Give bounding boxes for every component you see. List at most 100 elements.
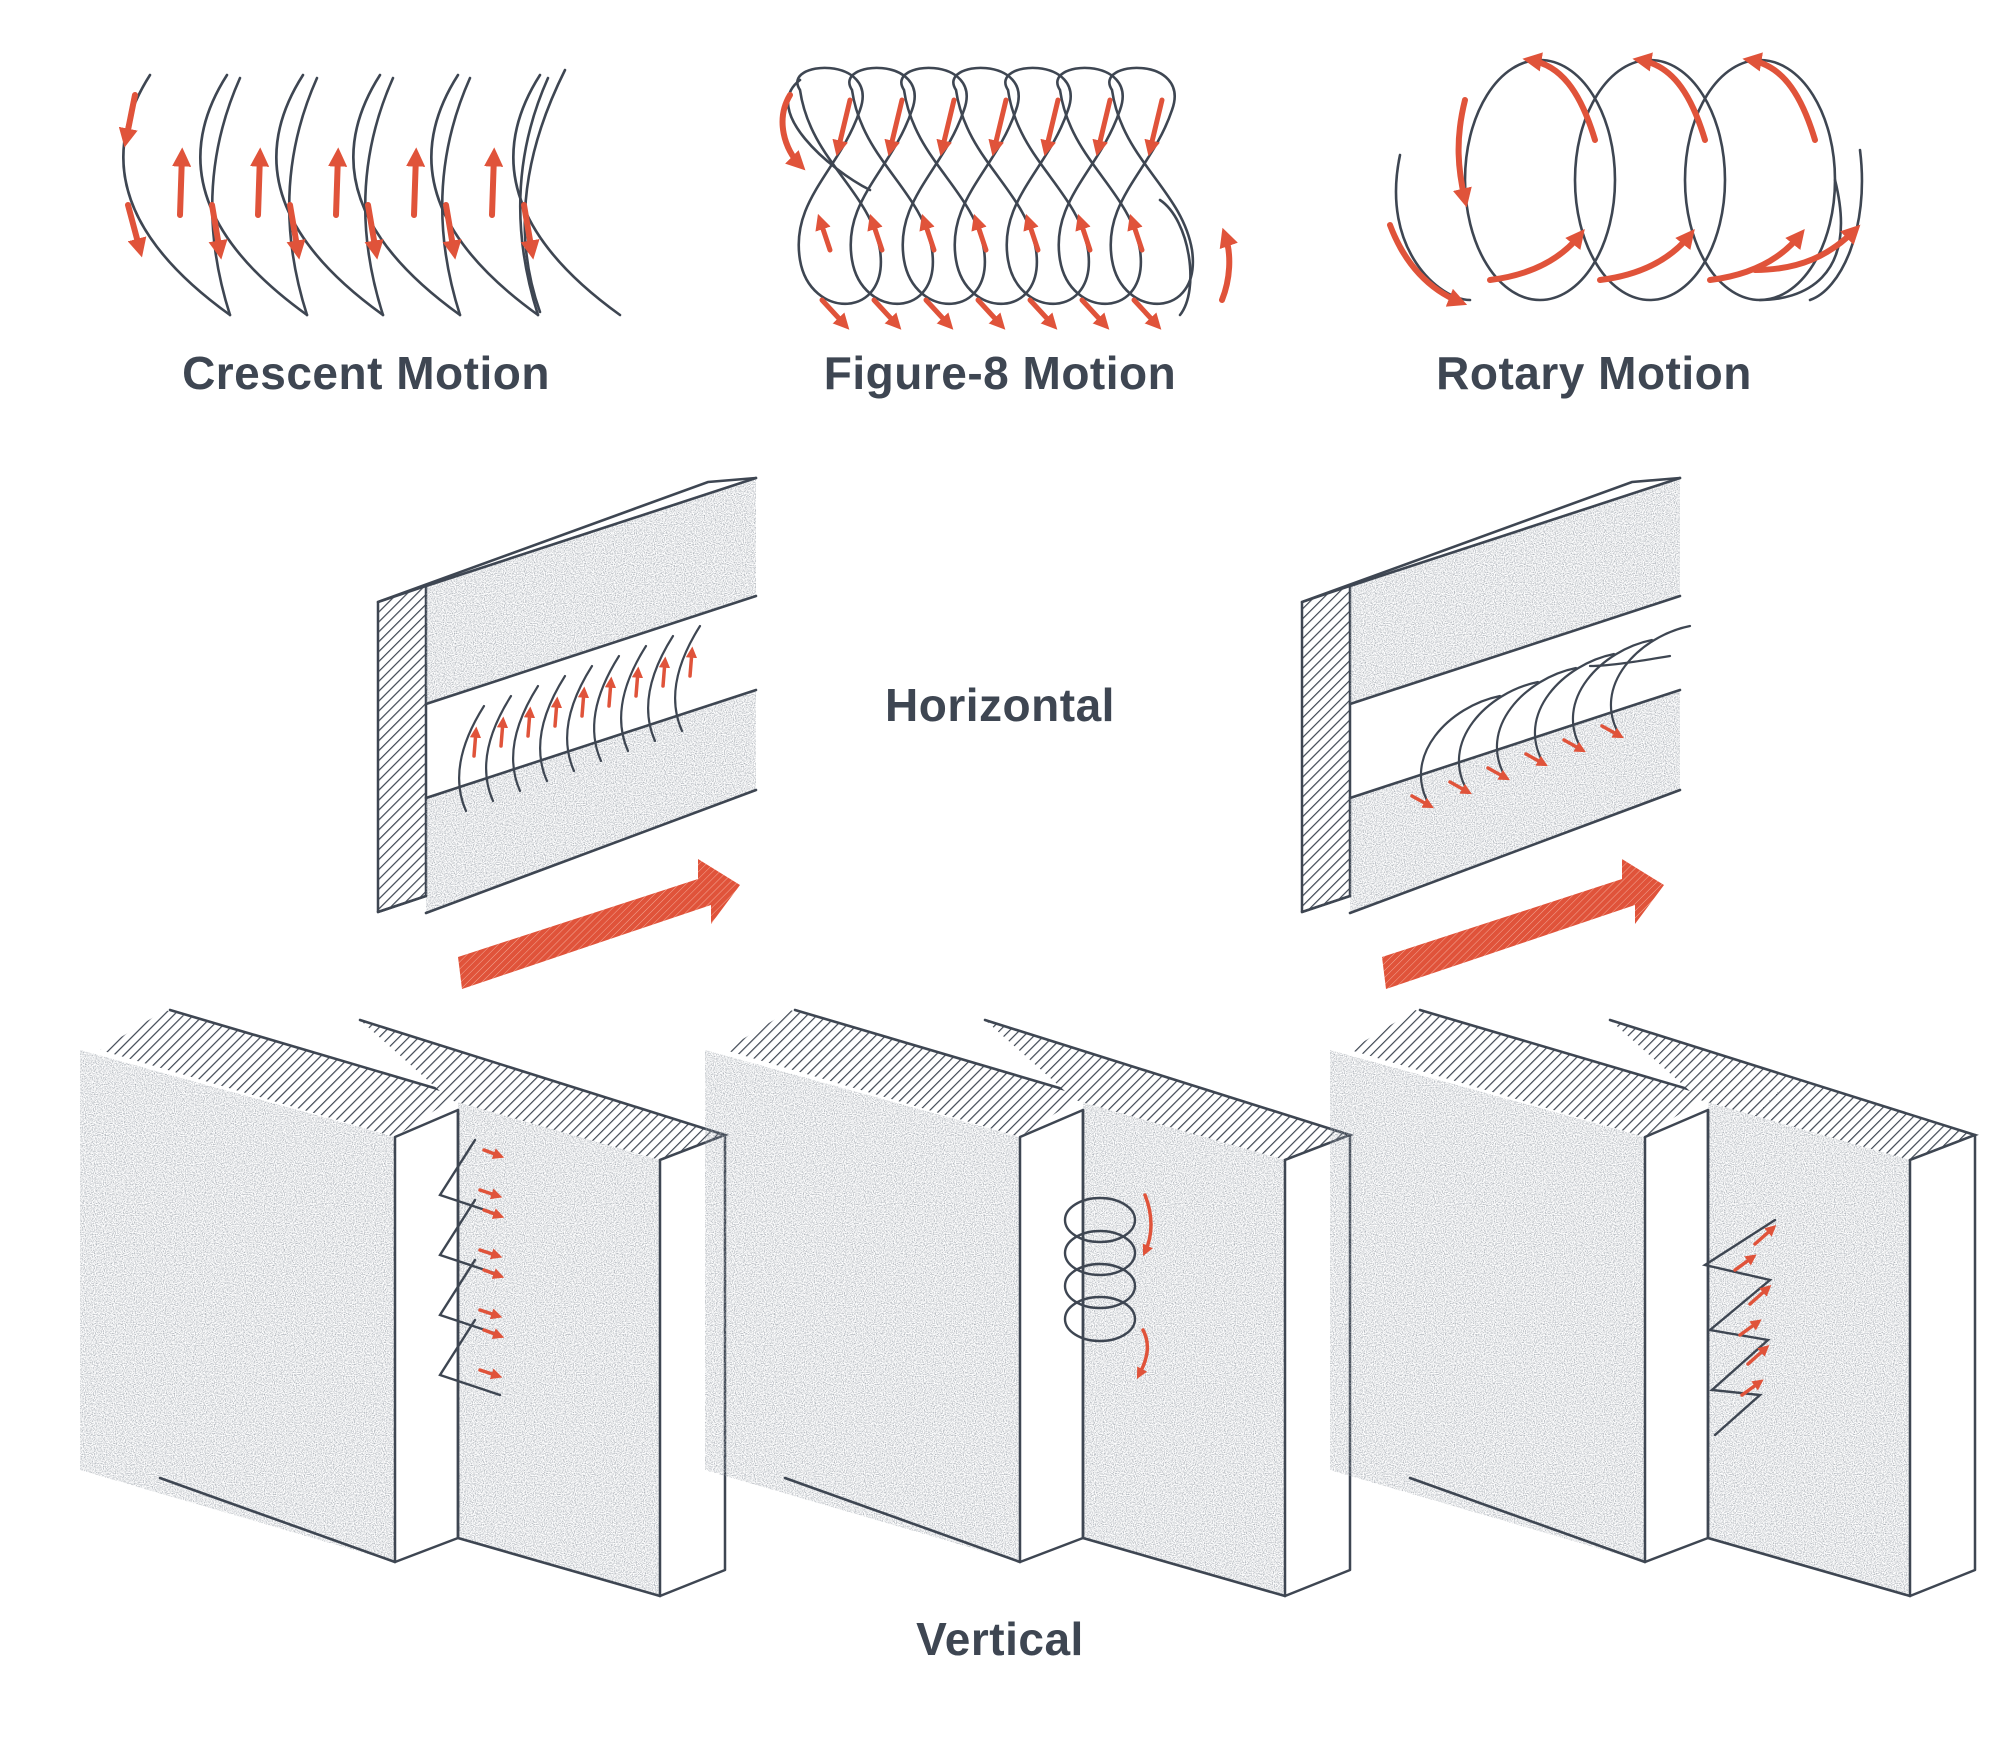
rotary-coil: [1758, 178, 1843, 302]
figure8-loop: [1158, 198, 1192, 317]
motion-arrow: [685, 646, 698, 678]
motion-arrow: [1487, 229, 1585, 283]
motion-arrow: [779, 92, 806, 171]
motion-arrow: [1740, 1379, 1764, 1397]
weld-crescent: [512, 684, 540, 793]
plate-edge: [793, 1008, 1085, 1097]
plate-edge: [158, 1476, 397, 1564]
motion-arrow: [577, 686, 590, 718]
motion-arrow: [442, 202, 462, 260]
weld-crescent: [458, 704, 486, 813]
motion-arrow: [871, 297, 902, 330]
figure8-motion-label: Figure-8 Motion: [823, 347, 1177, 399]
plate-edge: [1348, 788, 1682, 915]
motion-arrow: [478, 1308, 503, 1320]
weld-rotary: [1588, 654, 1672, 668]
lower-plate-surface: [1350, 690, 1680, 913]
motion-arrow: [364, 202, 384, 260]
motion-arrow: [550, 696, 563, 728]
motion-arrow: [406, 147, 426, 218]
weld-crescent: [593, 654, 621, 763]
motion-arrow: [1707, 229, 1805, 283]
motion-arrow: [484, 147, 504, 218]
horizontal-section-label: Horizontal: [885, 679, 1115, 731]
crescent-stroke: [287, 76, 319, 317]
motion-arrow: [1522, 52, 1598, 143]
figure8-loop: [1108, 66, 1195, 306]
motion-arrow: [1524, 752, 1548, 767]
motion-arrow: [208, 202, 228, 260]
motion-arrow: [1753, 1225, 1777, 1246]
right-plate-top: [985, 1020, 1350, 1160]
plate-end-face: [376, 584, 428, 914]
crescent-motion-label: Crescent Motion: [182, 347, 550, 399]
figure8-loop: [952, 66, 1039, 306]
motion-arrow: [125, 202, 147, 258]
weld-triangle: [438, 1258, 502, 1337]
motion-arrow: [1453, 97, 1472, 208]
weld-crescent: [620, 644, 648, 753]
figure8-loop: [900, 66, 987, 306]
figure8-loop: [786, 78, 872, 192]
weld-rotary: [1609, 624, 1692, 738]
lower-plate-surface: [426, 690, 756, 913]
motion-arrow: [1142, 1193, 1153, 1257]
figure8-loop: [796, 66, 883, 306]
weld-rotary: [1533, 652, 1616, 766]
plate-edge: [424, 594, 758, 706]
motion-arrow: [923, 297, 954, 330]
motion-arrow: [884, 97, 905, 157]
left-plate-side: [1643, 1108, 1710, 1564]
plate-edge: [1300, 476, 1682, 604]
weld-triangle: [438, 1138, 502, 1217]
motion-arrow: [286, 202, 306, 260]
crescent-stroke: [210, 76, 242, 317]
plate-edge: [376, 894, 428, 914]
motion-arrow: [975, 297, 1006, 330]
crescent-stroke: [363, 76, 395, 317]
motion-arrow: [1410, 794, 1434, 809]
left-plate-top: [1350, 1010, 1708, 1137]
figure8-loop: [1004, 66, 1091, 306]
motion-arrow: [1562, 738, 1586, 753]
plate-edge: [1081, 1108, 1287, 1598]
motion-arrow: [328, 147, 348, 218]
right-plate-face: [1708, 1098, 1910, 1596]
motion-arrow: [172, 147, 192, 218]
crescent-stroke: [440, 76, 472, 317]
motion-arrow: [1079, 297, 1110, 330]
weld-triangle: [438, 1198, 502, 1277]
weld-coil: [1063, 1229, 1137, 1277]
motion-arrow: [1733, 1254, 1757, 1272]
left-plate-side: [1018, 1108, 1085, 1564]
motion-arrow: [1131, 297, 1162, 330]
upper-plate-surface: [1350, 478, 1680, 704]
crescent-stroke: [352, 73, 462, 317]
motion-arrow: [988, 97, 1009, 157]
motion-arrow: [1127, 213, 1145, 253]
motion-arrow: [250, 147, 270, 218]
motion-arrow: [118, 92, 138, 148]
motion-arrow: [1040, 97, 1061, 157]
right-plate-top: [360, 1020, 725, 1160]
right-plate-side: [1908, 1133, 1977, 1598]
motion-arrow: [971, 213, 989, 253]
weld-crescent: [485, 694, 513, 803]
weld-rotary: [1419, 694, 1502, 808]
right-plate-face: [1083, 1098, 1285, 1596]
plate-edge: [1348, 476, 1682, 588]
motion-arrow: [1144, 97, 1165, 157]
crescent-stroke: [512, 73, 622, 317]
motion-arrow: [936, 97, 957, 157]
weld-rotary: [1457, 680, 1540, 794]
weld-crescent: [539, 674, 567, 783]
motion-arrow: [482, 1268, 505, 1279]
motion-arrow: [867, 213, 885, 253]
motion-arrow: [604, 676, 617, 708]
motion-arrow: [1027, 297, 1058, 330]
motion-arrow: [1486, 766, 1510, 781]
motion-arrow: [1746, 1345, 1770, 1366]
plate-edge: [1408, 1476, 1647, 1564]
plate-edge: [424, 476, 758, 588]
